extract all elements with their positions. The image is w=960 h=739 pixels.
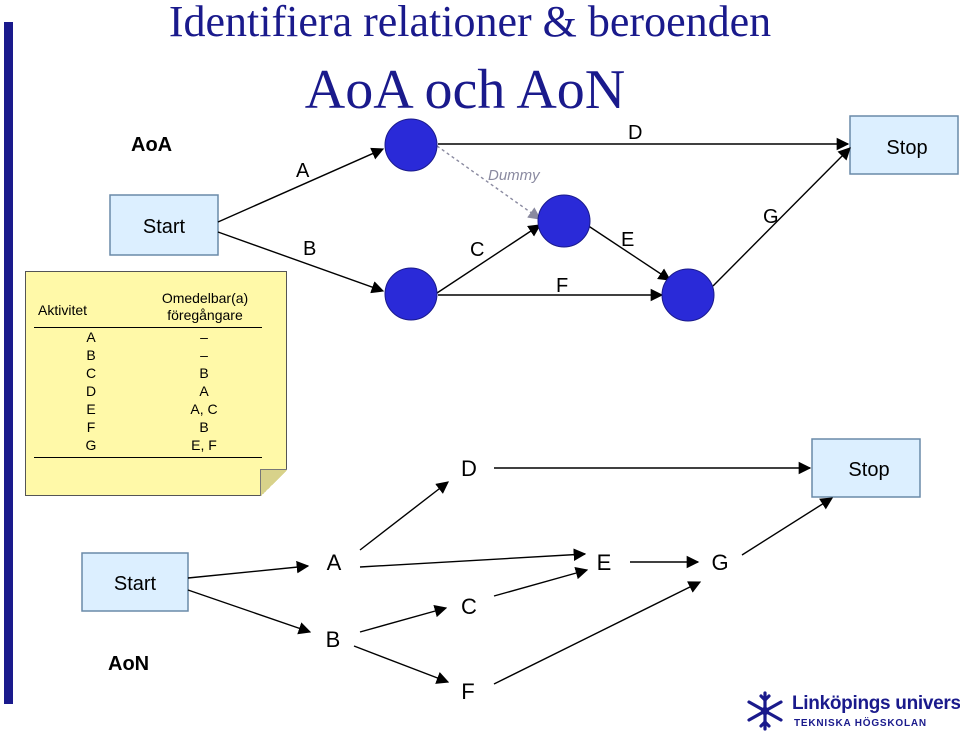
table-cell-pred: B [199,365,209,381]
table-row: C B [26,365,288,383]
table-cell-pred: B [199,419,209,435]
aoa-label: AoA [131,134,172,156]
page-title: Identifiera relationer & beroenden [168,0,772,46]
aoa-edge-c [436,224,542,294]
table-header-activity: Aktivitet [38,302,88,318]
aon-stop-label: Stop [848,459,889,481]
aoa-edge-g [712,147,851,287]
aon-node-b: B [326,627,341,652]
aon-edge-g-stop [741,497,834,556]
aon-edge-start-b [187,589,312,635]
aon-start-box [81,552,189,612]
table-cell-activity: C [85,365,97,381]
aon-edge-start-a [187,560,310,579]
aoa-start-box [109,194,219,256]
table-row: B – [26,347,288,365]
logo-university-name: Linköpings universitet [792,693,960,714]
aon-edge-a-e [359,548,587,568]
table-rule-top [34,327,262,328]
table-row: F B [26,419,288,437]
table-cell-pred: A [199,383,209,399]
aoa-node-2 [384,267,438,321]
table-row: E A, C [26,401,288,419]
predecessor-table-note: Aktivitet Omedelbar(a) föregångare A – B… [25,271,287,496]
aoa-start-label: Start [143,216,186,238]
aoa-edge-label-e: E [621,229,634,251]
aoa-edge-label-a: A [296,160,310,182]
page-subtitle: AoA och AoN [304,59,626,121]
left-accent-bar [4,22,13,704]
aoa-edge-label-c: C [470,239,484,261]
aon-node-f: F [461,679,474,704]
table-cell-activity: E [86,401,96,417]
table-header-predecessor-line2: föregångare [167,307,243,323]
aon-stop-box [811,438,921,498]
table-cell-activity: F [86,419,96,435]
aoa-edge-b [217,231,385,294]
aoa-edge-label-f: F [556,275,568,297]
aoa-edge-label-d: D [628,122,642,144]
aon-node-d: D [461,456,477,481]
aon-node-e: E [597,550,612,575]
aoa-edge-e [586,224,672,281]
aoa-stop-box [849,115,959,175]
aon-label: AoN [108,653,149,675]
table-row: D A [26,383,288,401]
aon-node-g: G [711,550,728,575]
aoa-node-3 [537,194,591,248]
table-cell-pred: – [200,347,208,363]
university-logo: Linköpings universitet TEKNISKA HÖGSKOLA… [742,688,960,736]
table-row: G E, F [26,437,288,455]
liu-snowflake-icon [747,691,783,731]
aoa-edge-label-b: B [303,238,316,260]
aoa-node-4 [661,268,715,322]
aon-node-a: A [327,550,342,575]
aon-edge-f-g [493,581,702,685]
aon-edge-a-d [359,481,449,551]
table-cell-pred: A, C [190,401,218,417]
table-cell-activity: B [86,347,96,363]
table-header-predecessor-line1: Omedelbar(a) [161,290,249,306]
aoa-edge-label-dummy: Dummy [488,167,541,184]
aon-edge-b-f [353,645,450,684]
aon-edge-c-e [493,566,589,597]
aoa-edge-label-g: G [763,206,779,228]
table-cell-pred: E, F [191,437,217,453]
aoa-edge-a [217,147,385,223]
aon-edge-b-c [359,604,448,633]
table-cell-activity: A [86,329,96,345]
table-rule-bottom [34,457,262,458]
aon-node-c: C [461,594,477,619]
table-row: A – [26,329,288,347]
table-cell-pred: – [200,329,208,345]
logo-faculty-name: TEKNISKA HÖGSKOLAN [794,718,927,729]
table-header-predecessor: Omedelbar(a) föregångare [150,290,260,324]
note-page-curl [260,469,287,496]
table-cell-activity: D [85,383,97,399]
aoa-stop-label: Stop [886,137,927,159]
aoa-node-1 [384,118,438,172]
table-cell-activity: G [85,437,97,453]
aon-start-label: Start [114,573,157,595]
